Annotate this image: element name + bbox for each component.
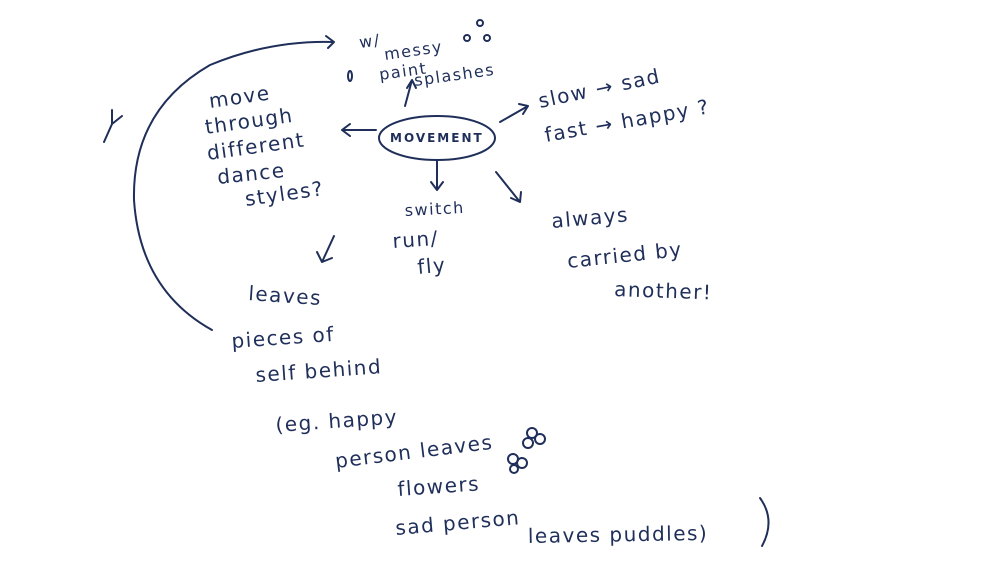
trail-line-4: (eg. happy: [275, 404, 399, 436]
flower-doodles: [507, 427, 546, 474]
carried-line-1: always: [550, 202, 629, 233]
carried-line-2: carried by: [566, 237, 684, 273]
trail-line-3: self behind: [255, 354, 383, 387]
trail-line-1: leaves: [248, 281, 323, 310]
carried-line-3: another!: [614, 277, 713, 304]
arrow-to-dance-styles: [341, 123, 377, 137]
arrow-to-carried: [495, 171, 522, 203]
trail-line-5: person leaves: [334, 430, 495, 473]
asterisk-mark: *: [103, 109, 123, 143]
closing-parenthesis: [759, 497, 770, 547]
arrow-to-paint-splashes: [404, 79, 417, 107]
switch-line-3: fly: [416, 253, 447, 279]
arrow-to-switch: [430, 159, 444, 191]
connector-loop: [132, 35, 335, 331]
center-node-label: MOVEMENT: [390, 131, 484, 145]
trail-line-7: sad person: [394, 505, 521, 540]
trail-line-8: leaves puddles): [528, 521, 709, 548]
arrow-to-trail: [316, 235, 335, 263]
switch-line-2: run/: [392, 226, 440, 253]
arrow-to-speed-notes: [499, 103, 529, 123]
switch-line-1: switch: [404, 198, 465, 220]
paint-line-1: w/: [358, 30, 382, 52]
trail-line-6: flowers: [397, 471, 481, 501]
paint-splash-doodles: [347, 19, 491, 82]
trail-line-2: pieces of: [231, 322, 336, 353]
